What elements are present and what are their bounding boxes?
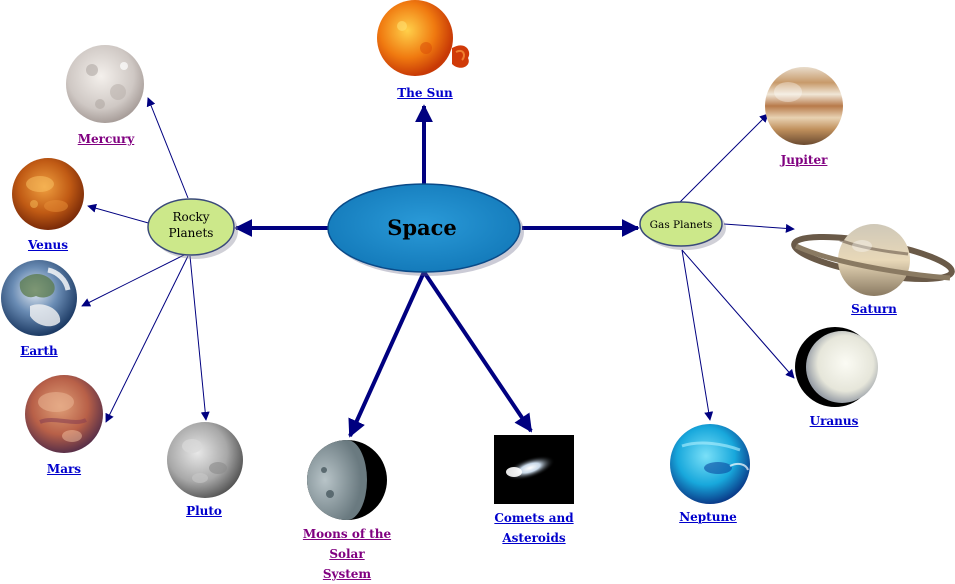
link-saturn[interactable]: Saturn — [851, 302, 897, 316]
arrow-to-uranus — [681, 249, 795, 379]
link-comets[interactable]: Comets and Asteroids — [484, 508, 584, 548]
jupiter-image[interactable] — [765, 67, 843, 145]
arrow-to-venus — [87, 203, 153, 225]
arrow-to-earth — [81, 253, 187, 307]
link-jupiter[interactable]: Jupiter — [780, 153, 828, 167]
pluto-image[interactable] — [167, 422, 243, 498]
link-pluto[interactable]: Pluto — [186, 504, 222, 518]
rocky-label-line2: Planets — [169, 226, 214, 240]
neptune-image[interactable] — [670, 424, 750, 504]
rocky-planets-node[interactable]: Rocky Planets — [147, 198, 238, 259]
link-the-sun[interactable]: The Sun — [397, 86, 453, 100]
center-node: Space — [327, 183, 524, 276]
saturn-image[interactable] — [791, 224, 955, 296]
link-neptune[interactable]: Neptune — [679, 510, 737, 524]
link-venus[interactable]: Venus — [27, 238, 69, 252]
venus-image[interactable] — [12, 158, 84, 230]
planet-connectors — [81, 97, 795, 423]
moons-line-1[interactable]: Moons of the — [302, 527, 392, 541]
link-mars[interactable]: Mars — [46, 462, 82, 476]
arrow-to-moons — [348, 271, 426, 438]
comets-line-2[interactable]: Asteroids — [502, 531, 566, 545]
link-earth[interactable]: Earth — [20, 344, 58, 358]
arrow-to-mars — [105, 255, 189, 423]
uranus-image[interactable] — [795, 327, 878, 407]
arrow-to-mercury — [146, 97, 189, 199]
moons-line-2[interactable]: Solar — [329, 547, 365, 561]
earth-image[interactable] — [1, 260, 77, 336]
arrow-to-jupiter — [677, 113, 769, 205]
rocky-label-line1: Rocky — [172, 210, 209, 224]
moons-line-3[interactable]: System — [322, 567, 372, 581]
mars-image[interactable] — [25, 375, 103, 453]
moon-image[interactable] — [307, 440, 387, 520]
center-label: Space — [387, 215, 457, 240]
arrow-to-comets — [422, 270, 533, 433]
arrow-to-neptune — [681, 249, 714, 421]
arrow-to-pluto — [189, 255, 210, 421]
link-mercury[interactable]: Mercury — [77, 132, 135, 146]
gas-label: Gas Planets — [650, 219, 713, 231]
arrow-to-saturn — [723, 223, 795, 233]
comet-image[interactable] — [494, 435, 574, 504]
sun-image[interactable] — [377, 0, 470, 76]
link-uranus[interactable]: Uranus — [809, 414, 859, 428]
gas-planets-node[interactable]: Gas Planets — [639, 201, 726, 250]
link-moons[interactable]: Moons of the Solar System — [292, 524, 402, 584]
main-connectors — [234, 104, 640, 438]
mercury-image[interactable] — [66, 45, 144, 123]
comets-line-1[interactable]: Comets and — [494, 511, 574, 525]
